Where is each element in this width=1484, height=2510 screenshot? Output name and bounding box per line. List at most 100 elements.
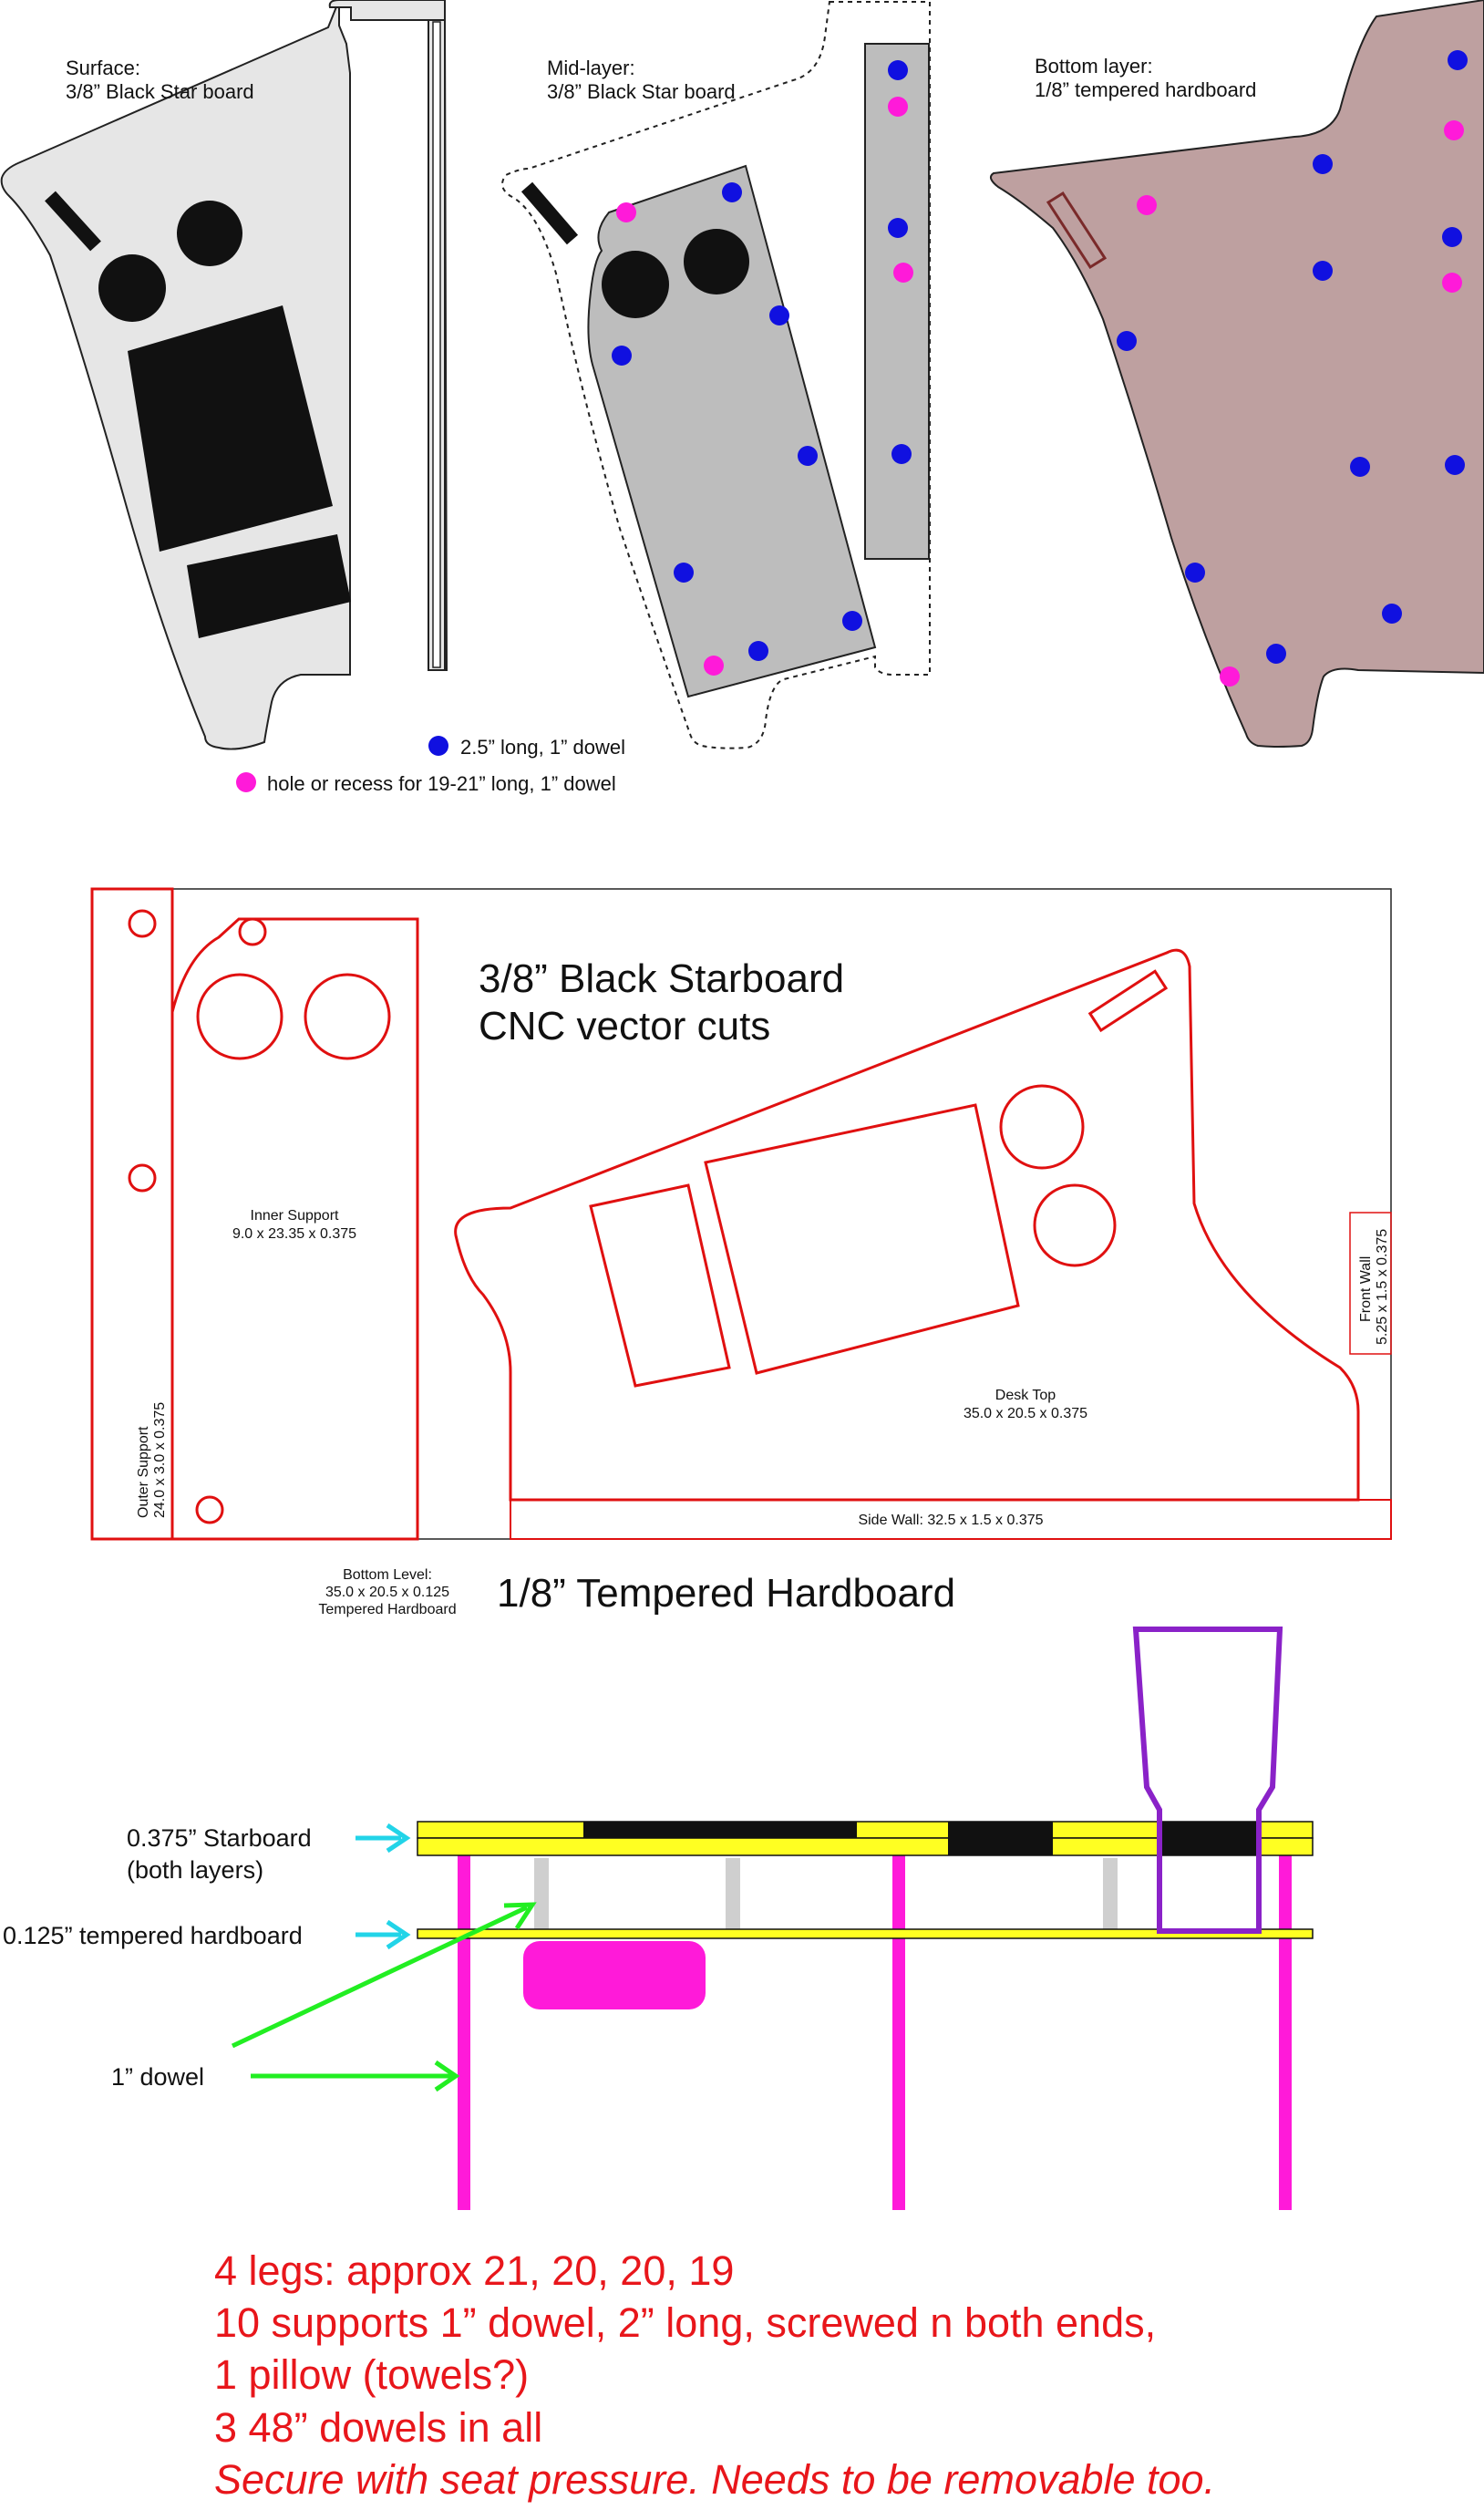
blue-dowel-marker bbox=[798, 446, 818, 466]
side-view: 0.375” Starboard (both layers) 0.125” te… bbox=[3, 1627, 1314, 2210]
starboard-label: 0.375” Starboard bbox=[127, 1824, 312, 1852]
bottom-level-line3: Tempered Hardboard bbox=[318, 1602, 456, 1617]
mid-outer-support bbox=[864, 43, 930, 560]
hardboard-title: 1/8” Tempered Hardboard bbox=[497, 1571, 955, 1616]
side-wall-cut bbox=[510, 1499, 1392, 1540]
mid-slot bbox=[520, 181, 579, 245]
blue-dowel-marker bbox=[1448, 50, 1468, 70]
blue-dowel-marker bbox=[1313, 261, 1333, 281]
outer-support-hole bbox=[128, 1163, 157, 1193]
surface-panel: Surface: 3/8” Black Star board bbox=[0, 0, 448, 750]
front-wall-cut bbox=[1349, 1212, 1392, 1355]
inner-support-name: Inner Support bbox=[251, 1208, 340, 1224]
pillow bbox=[523, 1941, 706, 2009]
blue-dowel-marker bbox=[1266, 644, 1286, 664]
magenta-dowel-marker bbox=[616, 202, 636, 222]
bottom-layer-panel: Bottom layer: 1/8” tempered hardboard bbox=[989, 0, 1484, 748]
blue-dowel-marker bbox=[1185, 563, 1205, 583]
arrow-shaft bbox=[231, 1905, 529, 2049]
hardboard-label: 0.125” tempered hardboard bbox=[3, 1922, 303, 1949]
magenta-dowel-marker bbox=[1442, 273, 1462, 293]
front-wall-dims: 5.25 x 1.5 x 0.375 bbox=[1375, 1229, 1390, 1345]
blue-dowel-marker bbox=[748, 641, 768, 661]
desk-top-screen-cut bbox=[704, 1103, 1020, 1375]
surface-screen-cutout bbox=[128, 305, 333, 552]
outer-support-name: Outer Support bbox=[136, 1426, 151, 1518]
magenta-dowel-marker bbox=[1137, 195, 1157, 215]
blue-dowel-marker bbox=[888, 60, 908, 80]
blue-dowel-marker bbox=[1445, 455, 1465, 475]
inner-support-hole bbox=[196, 973, 283, 1060]
bottom-subtitle: 1/8” tempered hardboard bbox=[1035, 78, 1256, 101]
magenta-dowel-marker bbox=[1444, 120, 1464, 140]
mid-layer-panel: Mid-layer: 3/8” Black Star board bbox=[501, 1, 931, 749]
inner-support-hole bbox=[304, 973, 391, 1060]
desk-top-slot-cut bbox=[1087, 969, 1169, 1033]
bottom-board-shape bbox=[989, 0, 1484, 748]
inner-support-dims: 9.0 x 23.35 x 0.375 bbox=[232, 1226, 356, 1242]
magenta-dowel-marker bbox=[893, 263, 913, 283]
keyboard-cutout-section bbox=[948, 1822, 1053, 1855]
dowel-label: 1” dowel bbox=[111, 2063, 204, 2091]
magenta-dowel-marker bbox=[704, 656, 724, 676]
blue-dowel-marker bbox=[888, 218, 908, 238]
note-line: Secure with seat pressure. Needs to be r… bbox=[214, 2456, 1215, 2503]
build-notes: 4 legs: approx 21, 20, 20, 19 10 support… bbox=[214, 2247, 1215, 2503]
legend-blue-swatch bbox=[428, 736, 448, 756]
cup-holder bbox=[1132, 1627, 1283, 1934]
blue-dowel-marker bbox=[891, 444, 912, 464]
surface-hole-right bbox=[177, 201, 242, 266]
blue-dowel-marker bbox=[769, 305, 789, 325]
blue-dowel-marker bbox=[1350, 457, 1370, 477]
magenta-dowel-marker bbox=[888, 97, 908, 117]
outer-support-hole bbox=[128, 909, 157, 938]
blue-dowel-marker bbox=[1117, 331, 1137, 351]
desk-top-hole bbox=[999, 1084, 1085, 1170]
arrow-head bbox=[503, 1902, 537, 1930]
bottom-slot bbox=[1046, 191, 1108, 270]
mid-subtitle: 3/8” Black Star board bbox=[547, 80, 736, 103]
dowel-leg bbox=[1279, 1840, 1292, 2210]
green-arrows bbox=[231, 1902, 537, 2092]
surface-title: Surface: bbox=[66, 57, 140, 79]
cup-cutout-section bbox=[1158, 1822, 1258, 1855]
desk-top-keyboard-cut bbox=[589, 1183, 731, 1388]
outer-support-dims: 24.0 x 3.0 x 0.375 bbox=[152, 1402, 168, 1518]
note-line: 3 48” dowels in all bbox=[214, 2404, 542, 2451]
note-line: 1 pillow (towels?) bbox=[214, 2351, 529, 2398]
mid-hole-right bbox=[684, 229, 749, 294]
dowel-leg bbox=[458, 1840, 470, 2210]
support-dowel bbox=[1103, 1858, 1118, 1933]
cnc-subtitle: CNC vector cuts bbox=[479, 1004, 770, 1048]
dowel-legend: 2.5” long, 1” dowel hole or recess for 1… bbox=[236, 736, 625, 795]
surface-keyboard-cutout bbox=[187, 534, 351, 638]
arrow-head bbox=[434, 2060, 460, 2092]
dowel-leg bbox=[892, 1840, 905, 2210]
bottom-title: Bottom layer: bbox=[1035, 55, 1153, 77]
cnc-title: 3/8” Black Starboard bbox=[479, 956, 844, 1001]
arrow-head bbox=[386, 1823, 411, 1854]
blue-dowel-marker bbox=[722, 182, 742, 202]
inner-support-cut bbox=[170, 917, 419, 1541]
hardboard-layer bbox=[417, 1928, 1314, 1939]
cyan-arrows bbox=[356, 1823, 411, 1950]
bottom-level-line1: Bottom Level: bbox=[343, 1567, 432, 1583]
bottom-dowel-markers bbox=[1117, 50, 1468, 687]
note-line: 10 supports 1” dowel, 2” long, screwed n… bbox=[214, 2299, 1156, 2346]
side-wall-label: Side Wall: 32.5 x 1.5 x 0.375 bbox=[858, 1513, 1043, 1528]
support-dowel bbox=[534, 1858, 549, 1933]
bottom-level-label: Bottom Level: 35.0 x 20.5 x 0.125 Temper… bbox=[318, 1567, 955, 1617]
surface-subtitle: 3/8” Black Star board bbox=[66, 80, 254, 103]
arrow-head bbox=[386, 1919, 411, 1950]
desk-top-name: Desk Top bbox=[995, 1388, 1056, 1403]
blue-dowel-marker bbox=[612, 346, 632, 366]
outer-support-hole bbox=[195, 1495, 224, 1524]
surface-rail-slot bbox=[432, 21, 441, 668]
front-wall-name: Front Wall bbox=[1358, 1256, 1374, 1322]
blue-dowel-marker bbox=[1442, 227, 1462, 247]
inner-support-hole bbox=[238, 917, 267, 946]
starboard-lower-layer bbox=[417, 1837, 1314, 1856]
bottom-level-line2: 35.0 x 20.5 x 0.125 bbox=[325, 1585, 449, 1600]
cnc-cut-sheet: Outer Support 24.0 x 3.0 x 0.375 Inner S… bbox=[90, 887, 1392, 1541]
